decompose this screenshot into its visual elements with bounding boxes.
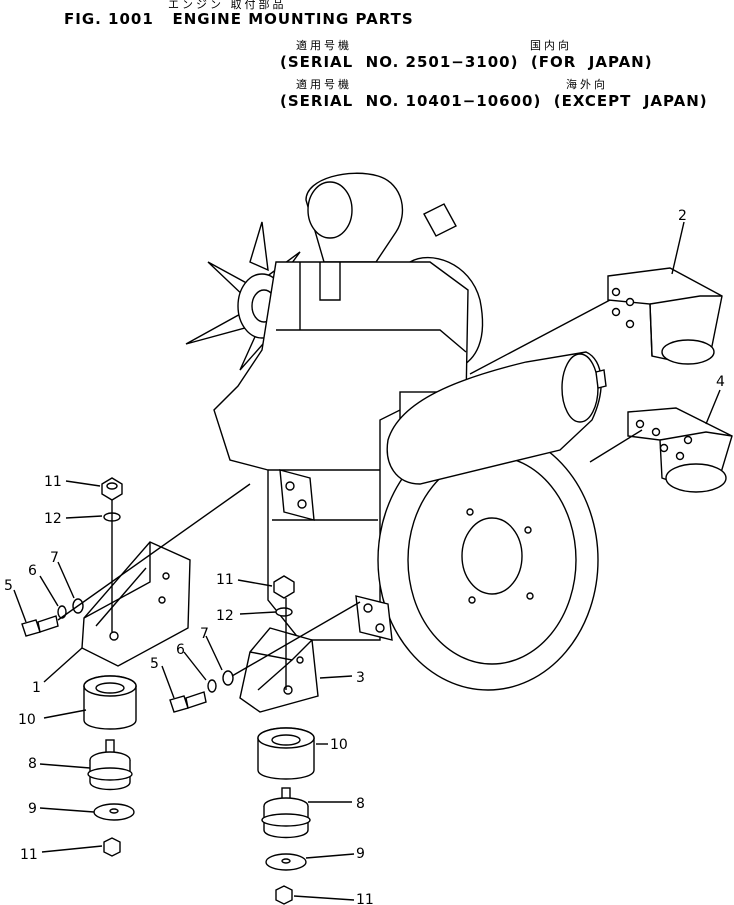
jp-domestic-label: 国内向 bbox=[530, 39, 572, 52]
callout-2: 2 bbox=[678, 208, 687, 224]
callout-labels: 2 4 11 12 7 6 5 1 10 8 9 11 11 12 7 6 5 … bbox=[4, 208, 725, 905]
callout-7: 7 bbox=[200, 626, 209, 642]
callout-8: 8 bbox=[356, 796, 365, 812]
part-1-bracket bbox=[81, 541, 191, 667]
callout-6: 6 bbox=[176, 642, 185, 658]
callout-1: 1 bbox=[32, 680, 41, 696]
callout-10: 10 bbox=[330, 737, 348, 753]
callout-12: 12 bbox=[216, 608, 234, 624]
callout-11: 11 bbox=[20, 847, 38, 863]
callout-12: 12 bbox=[44, 511, 62, 527]
left-hardware bbox=[21, 477, 251, 857]
jp-title: エンジン 取付部品 bbox=[168, 0, 287, 11]
callout-11: 11 bbox=[44, 474, 62, 490]
callout-3: 3 bbox=[356, 670, 365, 686]
callout-8: 8 bbox=[28, 756, 37, 772]
engine-block bbox=[185, 172, 607, 691]
callout-4: 4 bbox=[716, 374, 725, 390]
callout-9: 9 bbox=[356, 846, 365, 862]
part-4-bracket bbox=[627, 407, 733, 493]
callout-6: 6 bbox=[28, 563, 37, 579]
callout-11: 11 bbox=[356, 892, 374, 905]
callout-7: 7 bbox=[50, 550, 59, 566]
callout-11: 11 bbox=[216, 572, 234, 588]
jp-applicable-label-1: 適用号機 bbox=[296, 39, 352, 52]
center-hardware bbox=[169, 575, 361, 905]
assembly-guide-lines bbox=[469, 299, 643, 463]
callout-5: 5 bbox=[4, 578, 13, 594]
leader-lines bbox=[13, 221, 721, 901]
part-2-bracket bbox=[607, 267, 723, 365]
part-3-bracket bbox=[239, 627, 319, 713]
figure-title: FIG. 1001 ENGINE MOUNTING PARTS bbox=[64, 10, 414, 28]
jp-overseas-label: 海外向 bbox=[566, 78, 608, 91]
callout-10: 10 bbox=[18, 712, 36, 728]
callout-9: 9 bbox=[28, 801, 37, 817]
serial-range-1: (SERIAL NO. 2501−3100) (FOR JAPAN) bbox=[280, 53, 653, 71]
jp-applicable-label-2: 適用号機 bbox=[296, 78, 352, 91]
callout-5: 5 bbox=[150, 656, 159, 672]
serial-range-2: (SERIAL NO. 10401−10600) (EXCEPT JAPAN) bbox=[280, 92, 708, 110]
